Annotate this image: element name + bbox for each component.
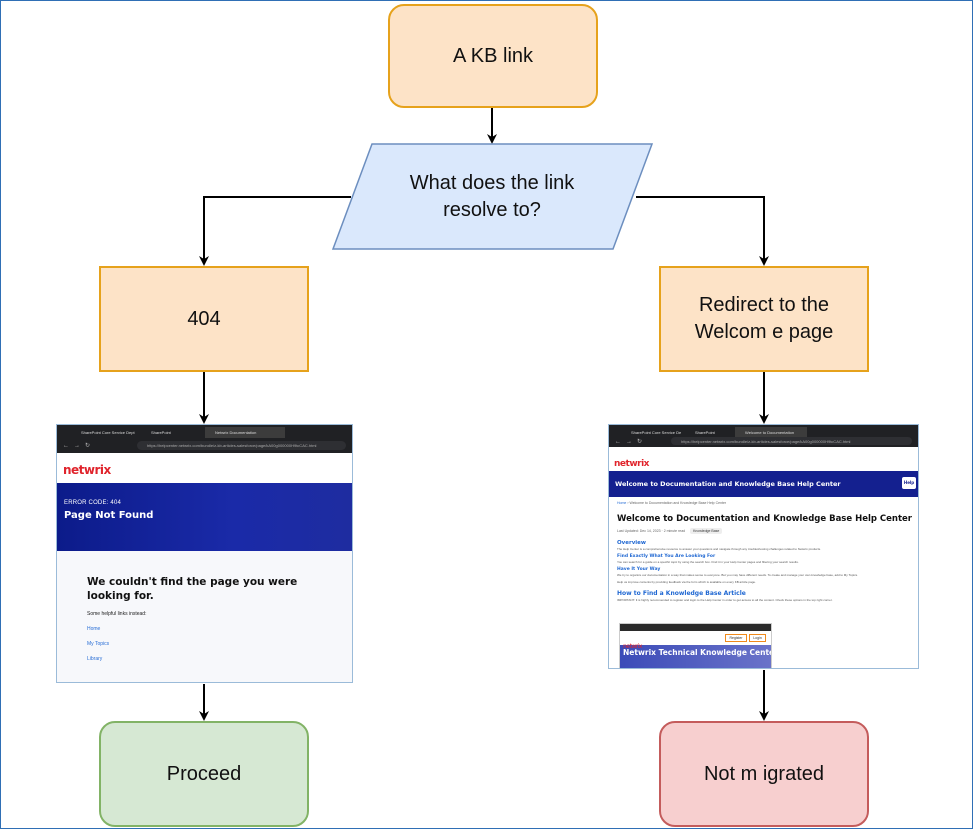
embedded-browser-bar: [620, 624, 771, 631]
section-way-text-2: Help us improve contents by providing fe…: [617, 580, 756, 584]
browser-url-bar: https://helpcenter.netwrix.com/bundle/z-…: [137, 441, 346, 450]
welcome-banner: Welcome to Documentation and Knowledge B…: [609, 471, 918, 497]
404-page-screenshot: SharePoint Core Service Dept SharePoint …: [56, 424, 353, 683]
breadcrumb: Home › Welcome to Documentation and Know…: [617, 501, 727, 505]
embedded-header: netwrix Register Login: [620, 631, 771, 650]
welcome-page-screenshot: SharePoint Core Service Dept SharePoint …: [608, 424, 919, 669]
browser-url-bar: https://helpcenter.netwrix.com/bundle/z-…: [671, 437, 912, 445]
article-badge: Knowledge Base: [690, 528, 723, 534]
link-home: Home: [87, 626, 101, 632]
browser-tab-active: Netwrix Documentation: [205, 427, 285, 438]
start-node: A KB link: [388, 4, 598, 108]
welcome-banner-title: Welcome to Documentation and Knowledge B…: [615, 480, 841, 488]
browser-tab: SharePoint: [695, 430, 715, 435]
redirect-node: Redirect to the Welcom e page: [659, 266, 869, 372]
article-content: Welcome to Documentation and Knowledge B…: [609, 510, 918, 602]
edge-decision-to-404: [199, 196, 351, 266]
section-howto-text: IMPORTANT: It is highly recommended to r…: [617, 598, 833, 602]
section-way-text: We try to organize our documentation in …: [617, 573, 858, 577]
section-howto: How to Find a Knowledge Base Article: [617, 590, 746, 597]
start-node-label: A KB link: [452, 44, 534, 67]
proceed-node-label: Proceed: [166, 762, 242, 785]
browser-chrome: SharePoint Core Service Dept SharePoint …: [57, 425, 352, 453]
error-code: ERROR CODE: 404: [64, 500, 122, 506]
not-migrated-node-label: Not m igrated: [703, 762, 825, 785]
link-my-topics: My Topics: [87, 641, 110, 647]
error-body: We couldn't find the page you were looki…: [57, 551, 352, 682]
404-node: 404: [99, 266, 309, 372]
proceed-node: Proceed: [99, 721, 309, 827]
link-library: Library: [87, 656, 103, 662]
error-title: Page Not Found: [64, 510, 154, 521]
404-node-label: 404: [187, 307, 221, 330]
embedded-register-button: Register: [725, 634, 747, 642]
browser-nav-icons: ←→↻: [63, 443, 96, 449]
error-heading: We couldn't find the page you were looki…: [87, 576, 298, 602]
section-overview: Overview: [617, 540, 646, 546]
breadcrumb-page: Welcome to Documentation and Knowledge B…: [629, 501, 727, 505]
browser-tab: SharePoint: [151, 430, 171, 435]
section-way: Have It Your Way: [617, 567, 661, 572]
section-overview-text: The Help Center is a comprehensive resou…: [617, 547, 821, 551]
help-button: Help: [902, 477, 916, 489]
decision-node: What does the link resolve to?: [372, 144, 612, 249]
browser-nav-icons: ←→↻: [615, 439, 648, 445]
helpful-links-label: Some helpful links instead:: [87, 611, 147, 617]
section-find-text: You can search for a guide on a specific…: [617, 560, 799, 564]
section-find: Find Exactly What You Are Looking For: [617, 554, 716, 559]
article-meta: Last Updated: Dec 14, 2023 · 2 minute re…: [617, 528, 918, 534]
edge-decision-to-redirect: [636, 196, 769, 266]
netwrix-logo: netwrix: [63, 463, 111, 477]
error-banner: ERROR CODE: 404 Page Not Found: [57, 483, 352, 551]
browser-chrome: SharePoint Core Service Dept SharePoint …: [609, 425, 918, 447]
not-migrated-node: Not m igrated: [659, 721, 869, 827]
decision-node-label-line1: What does the link: [409, 171, 575, 194]
article-date: Last Updated: Dec 14, 2023 · 2 minute re…: [617, 529, 686, 533]
redirect-node-label-line1: Redirect to the: [698, 294, 830, 316]
breadcrumb-home: Home: [617, 501, 627, 505]
browser-tab-active: Welcome to Documentation: [735, 427, 807, 438]
decision-node-label-line2: resolve to?: [443, 198, 541, 221]
browser-tab: SharePoint Core Service Dept: [631, 430, 681, 435]
browser-tab: SharePoint Core Service Dept: [81, 430, 135, 435]
site-header: netwrix: [57, 453, 352, 483]
decision-node-shape: [331, 143, 654, 250]
embedded-netwrix-logo: netwrix: [623, 643, 642, 650]
embedded-login-button: Login: [749, 634, 766, 642]
redirect-node-label-line2: Welcom e page: [694, 321, 834, 343]
netwrix-logo: netwrix: [614, 459, 649, 469]
article-title: Welcome to Documentation and Knowledge B…: [617, 514, 912, 524]
embedded-screenshot: netwrix Register Login Netwrix Technical…: [619, 623, 772, 668]
embedded-banner: Netwrix Technical Knowledge Center: [620, 645, 771, 668]
site-header: netwrix: [609, 447, 918, 471]
